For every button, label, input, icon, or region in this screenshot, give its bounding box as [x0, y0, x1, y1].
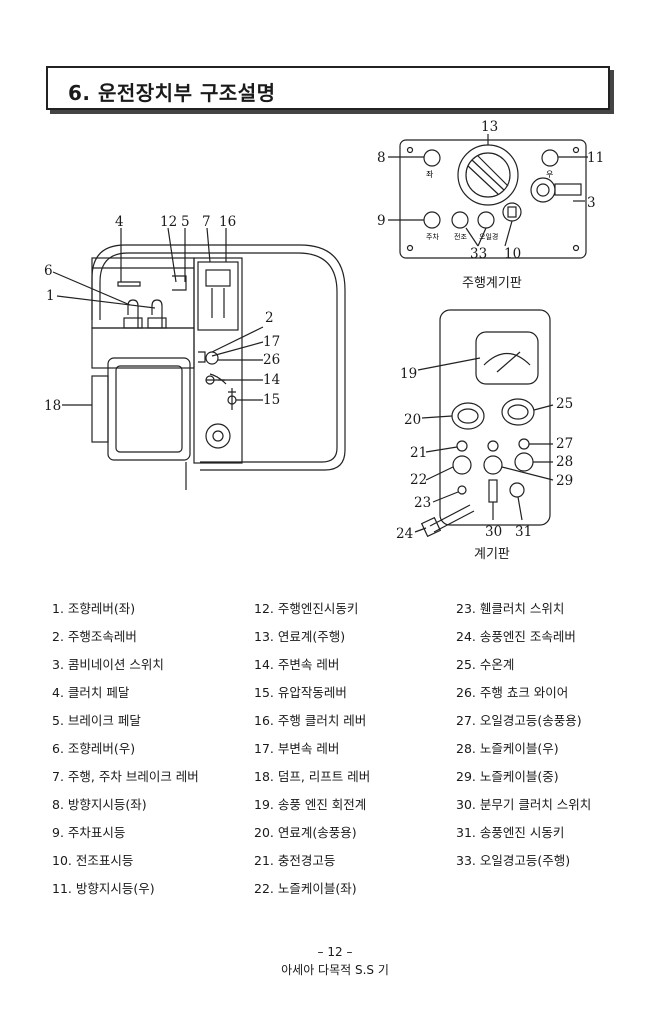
- diagram: 4 12 5 7 16 6 1 2 17 26 14 15 18 좌 주차 전조…: [44, 119, 604, 562]
- label-left: 좌: [426, 170, 434, 179]
- label-park: 주차: [426, 232, 439, 241]
- legend-item: 21. 충전경고등: [254, 853, 336, 868]
- callout-18: 18: [44, 398, 61, 414]
- callout-4: 4: [115, 214, 124, 230]
- legend-item: 8. 방향지시등(좌): [52, 797, 147, 812]
- legend-item: 6. 조향레버(우): [52, 741, 136, 756]
- top-panel-leaders: [388, 134, 588, 247]
- page-number: – 12 –: [317, 945, 353, 959]
- callout-14: 14: [263, 372, 280, 388]
- callout-8: 8: [377, 150, 386, 166]
- legend-item: 22. 노즐케이블(좌): [254, 881, 357, 896]
- label-right: 우: [546, 170, 553, 179]
- publisher-footer: 아세아 다목적 S.S 기: [281, 963, 389, 977]
- label-oil: 오일경: [479, 232, 498, 241]
- legend-item: 18. 덤프, 리프트 레버: [254, 769, 371, 784]
- legend-item: 7. 주행, 주차 브레이크 레버: [52, 769, 199, 784]
- callout-21: 21: [410, 445, 427, 461]
- legend-item: 12. 주행엔진시동키: [254, 601, 359, 616]
- callout-5: 5: [181, 214, 190, 230]
- legend-column-1: 1. 조향레버(좌) 2. 주행조속레버 3. 콤비네이션 스위치 4. 클러치…: [52, 595, 199, 903]
- callout-13: 13: [481, 119, 498, 135]
- blower-instrument-panel: [420, 309, 551, 538]
- legend-item: 4. 클러치 페달: [52, 685, 130, 700]
- legend-column-2: 12. 주행엔진시동키 13. 연료계(주행) 14. 주변속 레버 15. 유…: [254, 595, 370, 903]
- callout-3: 3: [587, 195, 596, 211]
- callout-20: 20: [404, 412, 421, 428]
- callout-12: 12: [160, 214, 177, 230]
- legend-item: 25. 수온계: [456, 657, 515, 672]
- callout-24: 24: [396, 526, 413, 542]
- legend-item: 17. 부변속 레버: [254, 741, 340, 756]
- console-leaders: [52, 227, 264, 406]
- legend-item: 3. 콤비네이션 스위치: [52, 657, 164, 672]
- callout-10: 10: [504, 246, 521, 262]
- legend-item: 33. 오일경고등(주행): [456, 853, 571, 868]
- callout-6: 6: [44, 263, 53, 279]
- legend-item: 28. 노즐케이블(우): [456, 741, 559, 756]
- legend-item: 26. 주행 쵸크 와이어: [456, 685, 569, 700]
- callout-25: 25: [556, 396, 573, 412]
- callout-16: 16: [219, 214, 236, 230]
- section-title-box: 6. 운전장치부 구조설명: [46, 66, 610, 110]
- label-headlight: 전조: [454, 232, 467, 241]
- callout-33: 33: [470, 246, 487, 262]
- legend-item: 29. 노즐케이블(중): [456, 769, 559, 784]
- legend-item: 13. 연료계(주행): [254, 629, 346, 644]
- callout-31: 31: [515, 524, 532, 540]
- legend-item: 15. 유압작동레버: [254, 685, 347, 700]
- legend-column-3: 23. 휀클러치 스위치 24. 송풍엔진 조속레버 25. 수온계 26. 주…: [456, 595, 591, 875]
- callout-22: 22: [410, 472, 427, 488]
- bottom-panel-leaders: [414, 357, 554, 533]
- callout-11: 11: [587, 150, 604, 166]
- legend-item: 24. 송풍엔진 조속레버: [456, 629, 576, 644]
- callout-26: 26: [263, 352, 280, 368]
- legend-item: 23. 휀클러치 스위치: [456, 601, 565, 616]
- legend-item: 31. 송풍엔진 시동키: [456, 825, 565, 840]
- callout-30: 30: [485, 524, 502, 540]
- legend-item: 1. 조향레버(좌): [52, 601, 136, 616]
- console-drawing: [91, 244, 346, 490]
- callout-23: 23: [414, 495, 431, 511]
- callout-28: 28: [556, 454, 573, 470]
- caption-instrument-panel: 계기판: [474, 547, 510, 562]
- section-title: 6. 운전장치부 구조설명: [68, 81, 276, 105]
- callout-17: 17: [263, 334, 280, 350]
- legend-item: 19. 송풍 엔진 회전계: [254, 797, 367, 812]
- legend-item: 10. 전조표시등: [52, 853, 134, 868]
- callout-29: 29: [556, 473, 573, 489]
- caption-driving-panel: 주행계기판: [462, 275, 522, 291]
- callout-19: 19: [400, 366, 417, 382]
- legend-item: 9. 주차표시등: [52, 825, 126, 840]
- legend-item: 5. 브레이크 페달: [52, 713, 141, 728]
- legend-item: 16. 주행 클러치 레버: [254, 713, 367, 728]
- callout-27: 27: [556, 436, 573, 452]
- legend-item: 30. 분무기 클러치 스위치: [456, 797, 592, 812]
- callout-1: 1: [46, 288, 55, 304]
- legend-item: 11. 방향지시등(우): [52, 881, 155, 896]
- callout-7: 7: [202, 214, 211, 230]
- callout-9: 9: [377, 213, 386, 229]
- legend-item: 14. 주변속 레버: [254, 657, 340, 672]
- callout-2: 2: [265, 310, 274, 326]
- callout-15: 15: [263, 392, 280, 408]
- legend-item: 2. 주행조속레버: [52, 629, 137, 644]
- legend-item: 27. 오일경고등(송풍용): [456, 713, 582, 728]
- legend-item: 20. 연료계(송풍용): [254, 825, 357, 840]
